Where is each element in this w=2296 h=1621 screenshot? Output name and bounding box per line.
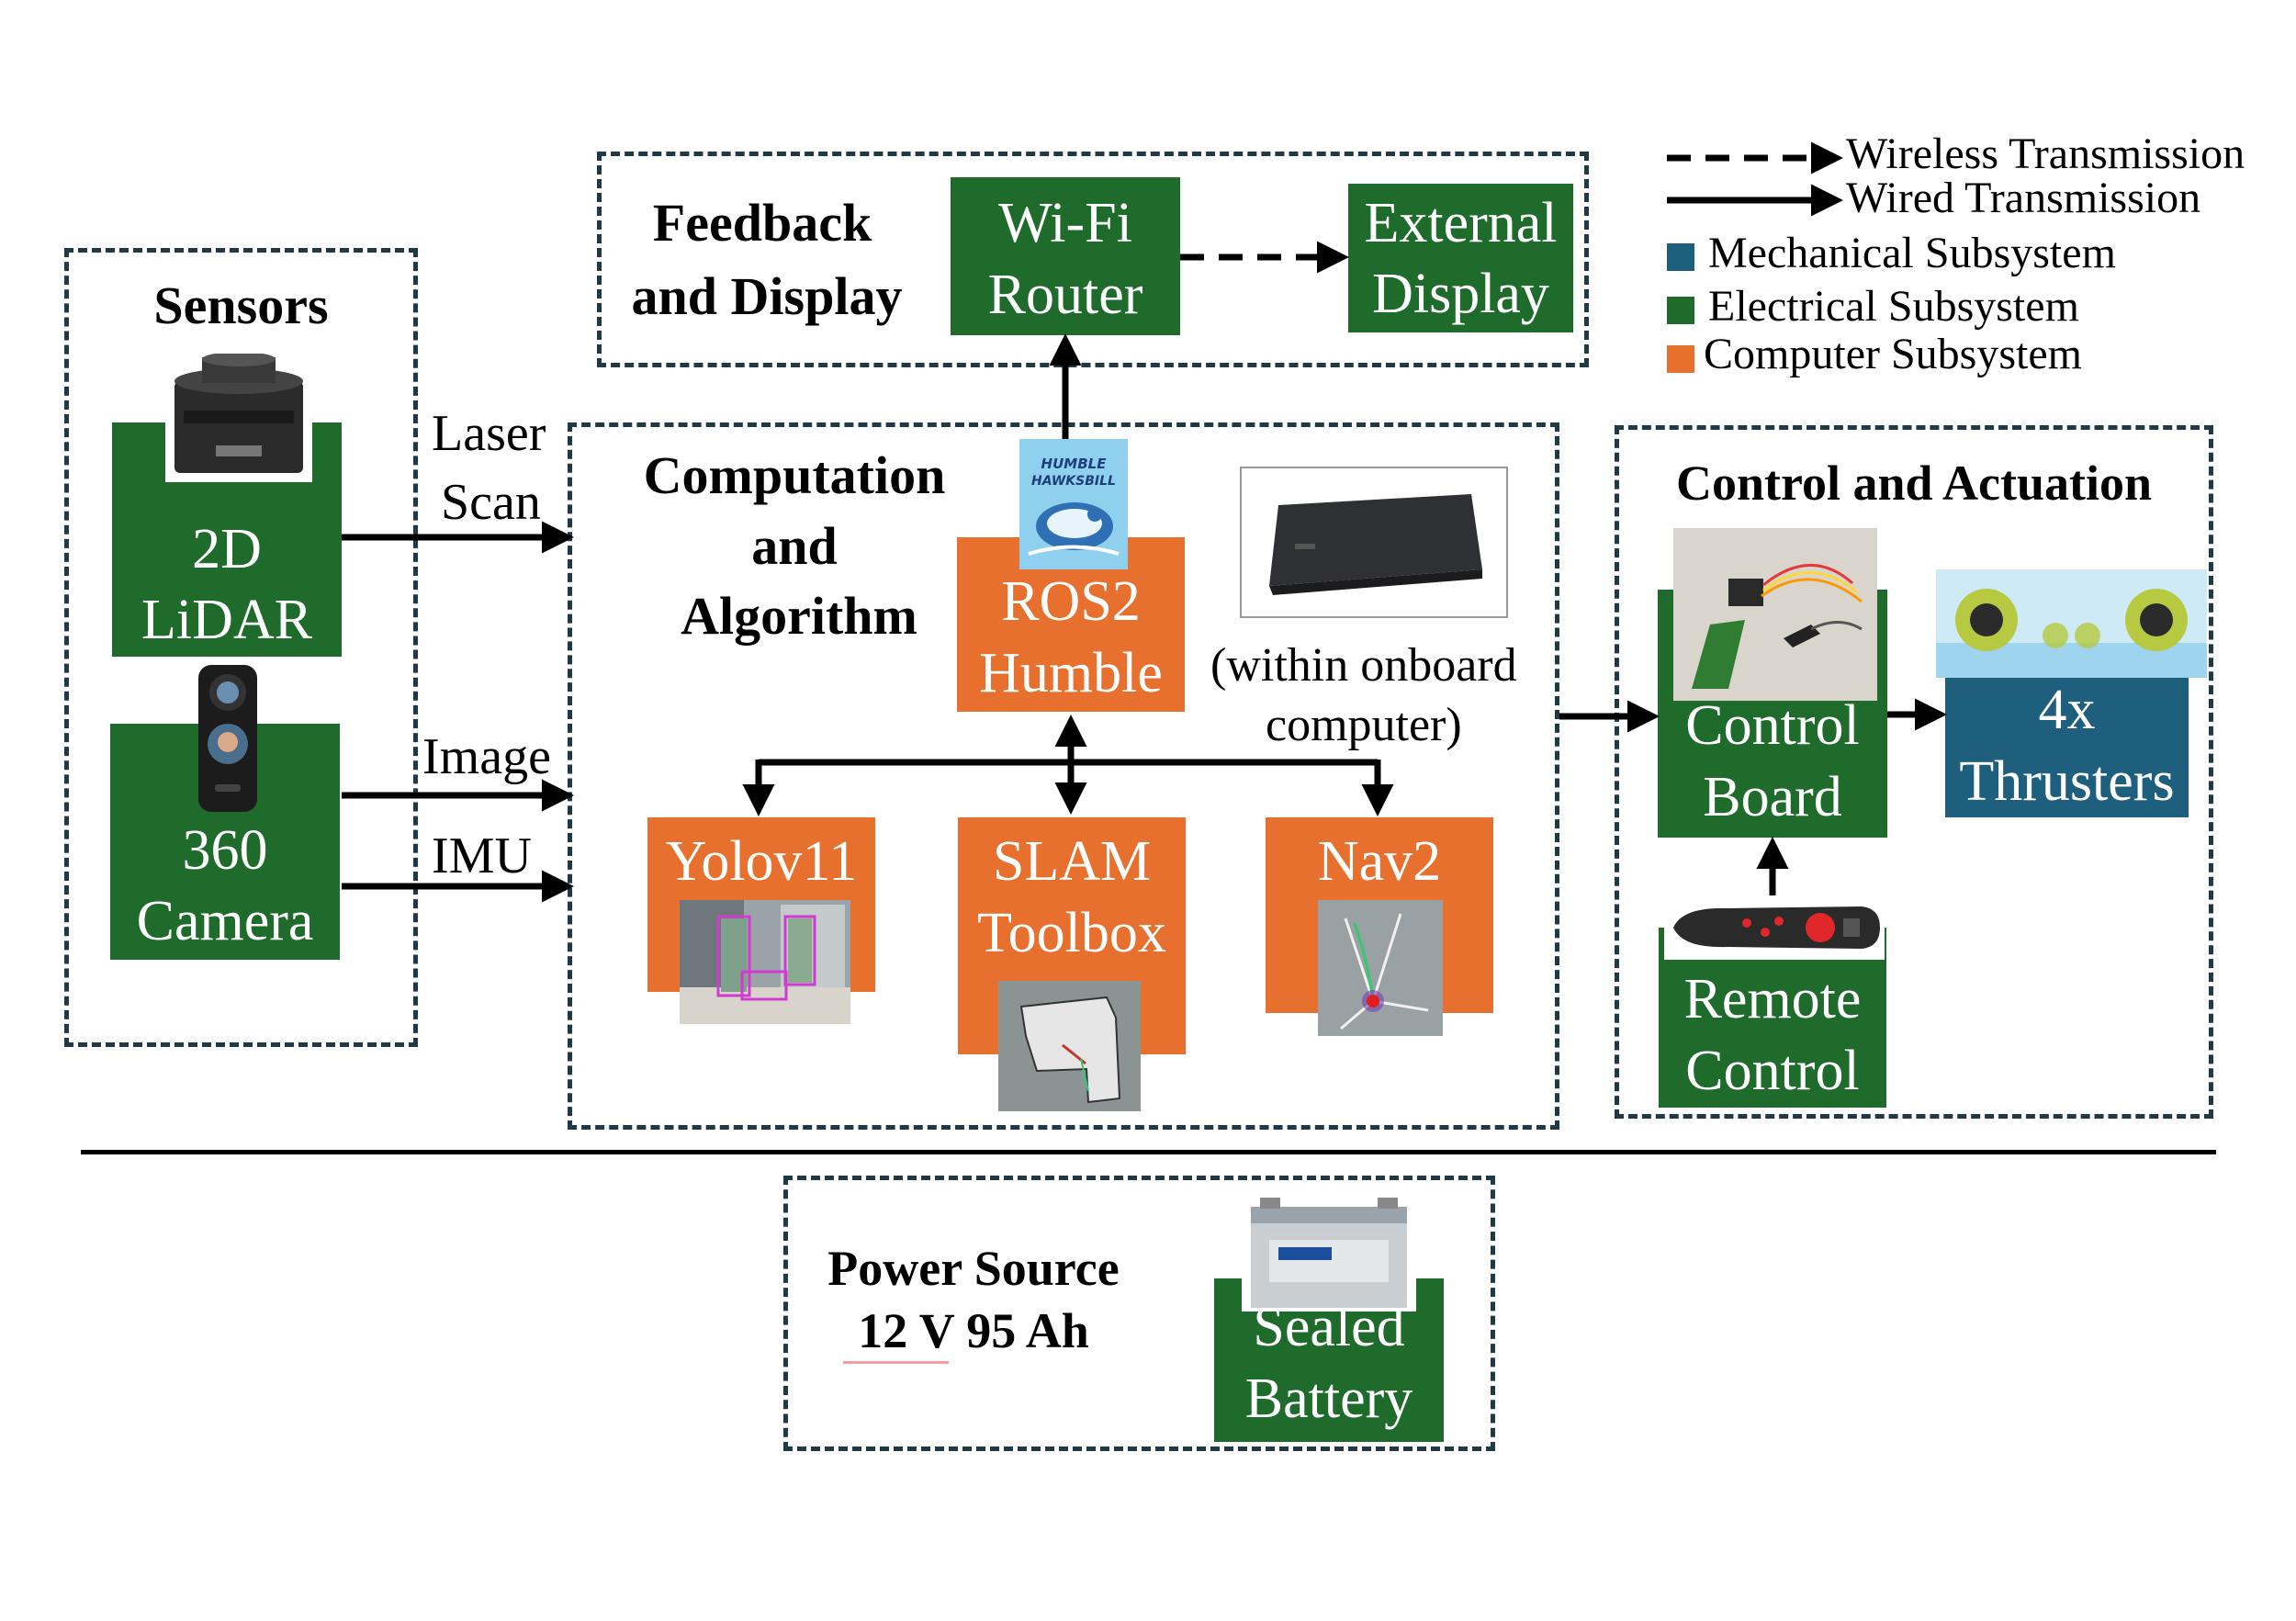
ros2-label-1: ROS2 [1001,570,1141,633]
computation-title-2: and [751,516,838,576]
imu-label: IMU [432,827,532,884]
thrusters-label-1: 4x [2038,679,2096,741]
display-label-1: External [1364,192,1558,254]
display-label-2: Display [1372,263,1549,325]
camera-photo [195,663,261,815]
legend-computer-swatch [1667,345,1694,373]
legend-mechanical-swatch [1667,243,1694,271]
external-display-node: External Display [1348,184,1573,332]
camera-label-1: 360 [182,819,268,882]
thrusters-label-2: Thrusters [1959,750,2175,813]
remote-label-2: Control [1685,1040,1860,1102]
sensors-title: Sensors [153,276,329,335]
slam-map-image [998,981,1141,1111]
lidar-label-1: 2D [192,518,262,580]
nav2-label: Nav2 [1317,830,1442,893]
battery-photo [1242,1194,1416,1311]
laser-scan-label-2: Scan [441,474,541,531]
laptop-photo [1240,467,1508,618]
control-title: Control and Actuation [1675,456,2153,511]
feedback-title-1: Feedback [652,193,872,253]
yolo-detection-image [680,900,850,1024]
legend-wired-label: Wired Transmission [1846,174,2201,222]
wifi-label-2: Router [987,264,1143,326]
feedback-group [597,152,1589,367]
legend-electrical-swatch [1667,297,1694,324]
slam-label-2: Toolbox [977,902,1166,964]
onboard-note-1: (within onboard [1210,639,1517,692]
onboard-note-2: computer) [1266,699,1462,751]
feedback-title-2: and Display [631,266,903,326]
humble-logo: HUMBLE HAWKSBILL [1019,439,1128,569]
power-title-2: 12 V 95 Ah [858,1303,1089,1358]
wifi-label-1: Wi-Fi [998,192,1132,254]
laser-scan-label-1: Laser [432,405,546,462]
wifi-router-node: Wi-Fi Router [951,177,1180,335]
thrusters-photo [1936,569,2207,678]
computation-title-1: Computation [643,445,946,505]
nav2-path-image [1318,900,1443,1036]
legend-mechanical-label: Mechanical Subsystem [1708,229,2116,277]
computation-title-3: Algorithm [681,586,917,646]
remote-label-1: Remote [1683,968,1862,1030]
legend-wireless-label: Wireless Transmission [1846,129,2245,178]
legend-computer-label: Computer Subsystem [1704,330,2083,378]
yolo-label: Yolov11 [665,830,858,893]
image-label: Image [422,728,551,785]
power-title-1: Power Source [827,1241,1120,1296]
lidar-photo [165,354,312,482]
humble-logo-text-1: HUMBLE [1041,456,1108,472]
sensors-group [64,248,418,1047]
control-board-photo [1673,528,1877,701]
slam-label-1: SLAM [992,830,1152,893]
ros2-label-2: Humble [979,642,1163,704]
power-group [783,1176,1495,1451]
humble-logo-text-2: HAWKSBILL [1031,474,1116,489]
control-group [1615,425,2213,1119]
remote-control-photo [1664,895,1885,960]
camera-label-2: Camera [136,890,314,952]
control-board-label-2: Board [1703,766,1842,828]
legend-electrical-label: Electrical Subsystem [1708,282,2079,331]
power-title-underline [843,1361,949,1364]
control-board-label-1: Control [1685,694,1860,757]
lidar-label-2: LiDAR [141,589,312,651]
ros2-humble-node: ROS2 Humble [957,537,1185,712]
divider-line [81,1150,2216,1154]
battery-label-2: Battery [1244,1368,1413,1430]
